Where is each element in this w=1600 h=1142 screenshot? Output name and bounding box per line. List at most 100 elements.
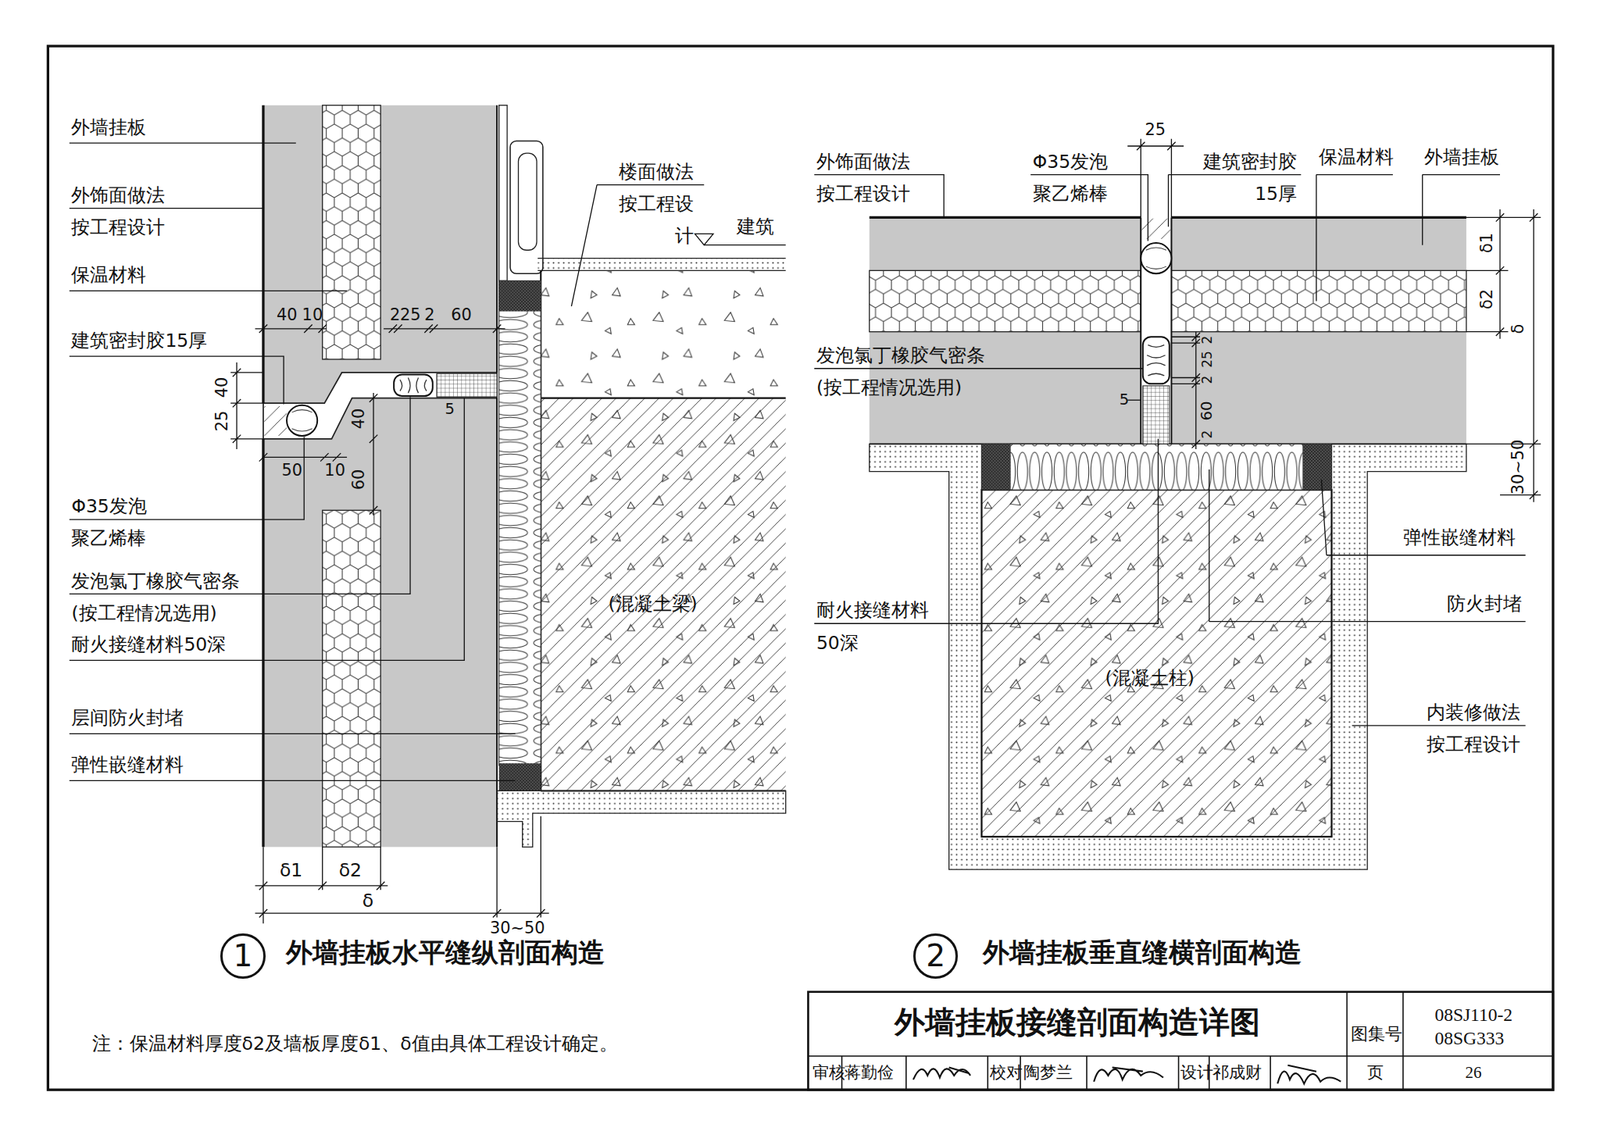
callout-label: 外饰面做法 按工程设计 xyxy=(71,179,172,244)
title-block-part xyxy=(913,1067,971,1080)
callout-label: 审核 xyxy=(812,1063,846,1083)
dimension-text: 2 xyxy=(1199,335,1215,345)
right-leaders xyxy=(814,175,1525,726)
right-leaders-part xyxy=(1209,469,1526,622)
right-section-part xyxy=(869,217,1467,444)
callout-label: 弹性嵌缝材料 xyxy=(71,753,184,776)
left-leaders-part xyxy=(69,290,347,292)
right-section-part xyxy=(869,270,1141,332)
left-section-part xyxy=(322,510,381,847)
right-dimensions-part xyxy=(1171,332,1200,450)
right-dimensions xyxy=(1127,139,1541,503)
callout-label: 祁成财 xyxy=(1212,1063,1262,1083)
left-dimensions-part xyxy=(230,362,264,450)
left-section-part xyxy=(264,406,287,436)
left-section-part xyxy=(436,373,497,397)
left-dimensions-part xyxy=(383,325,505,333)
detail-number-circle: 1 xyxy=(220,933,265,979)
callout-label: 保温材料 xyxy=(71,264,147,286)
title-block-part xyxy=(1093,1067,1164,1082)
right-leaders-part xyxy=(814,439,1158,624)
dimension-text: 40 xyxy=(212,377,233,399)
callout-label: (混凝土柱) xyxy=(1105,667,1195,690)
callout-label: 5 xyxy=(444,400,454,419)
dimension-text: δ2 xyxy=(1478,289,1498,310)
left-section-part xyxy=(496,105,498,848)
sheet-border xyxy=(47,46,1554,1090)
detail-number: 1 xyxy=(232,940,253,972)
left-section-part xyxy=(400,377,427,393)
title-block-part xyxy=(807,992,1553,1090)
callout-label: 5 xyxy=(1119,390,1129,410)
callout-label: 层间防火封堵 xyxy=(71,707,184,729)
callout-label: Φ35发泡 聚乙烯棒 xyxy=(1032,146,1118,211)
dimension-text: 40 xyxy=(349,407,369,429)
left-dimensions-part xyxy=(255,909,550,918)
callout-label: 发泡氯丁橡胶气密条 (按工程情况选用) xyxy=(816,339,991,404)
left-section-part xyxy=(510,140,543,274)
left-dimensions-part xyxy=(369,392,378,516)
right-dimensions-part xyxy=(1496,209,1504,340)
left-section-part xyxy=(261,105,265,848)
right-section-part xyxy=(1303,443,1333,490)
right-section-part xyxy=(1010,443,1304,490)
right-leaders-part xyxy=(1321,479,1525,556)
right-section-part xyxy=(1142,385,1170,444)
right-section-part xyxy=(1142,218,1172,240)
callout-label: δ1 xyxy=(279,859,303,882)
callout-label: 40 xyxy=(276,305,298,325)
title-block xyxy=(807,992,1553,1090)
callout-label: 25 xyxy=(400,305,422,325)
left-dimensions-part xyxy=(263,816,541,924)
callout-label: (混凝土梁) xyxy=(607,592,697,615)
left-section-part xyxy=(518,153,538,250)
dimension-text: 25 xyxy=(1199,350,1215,368)
callout-label: 防火封堵 xyxy=(1446,592,1522,615)
right-section xyxy=(869,217,1467,870)
callout-label: 注：保温材料厚度δ2及墙板厚度δ1、δ值由具体工程设计确定。 xyxy=(92,1032,618,1055)
left-section xyxy=(263,105,786,848)
left-section-part xyxy=(537,258,786,272)
callout-label: 30~50 xyxy=(489,918,546,939)
title-block-part xyxy=(1277,1065,1341,1085)
right-section-part xyxy=(981,489,1332,837)
left-section-part xyxy=(322,105,381,360)
callout-label: 楼面做法 按工程设计 xyxy=(600,156,694,253)
callout-label: 蒋勤俭 xyxy=(844,1063,894,1083)
dimension-text: 2 xyxy=(1199,375,1215,384)
drawing-title: 外墙挂板接缝剖面构造详图 xyxy=(807,1003,1347,1041)
right-section-part xyxy=(1140,242,1172,274)
left-leaders-part xyxy=(694,233,714,245)
callout-label: δ xyxy=(362,889,374,912)
detail-number-circle: 2 xyxy=(913,933,958,979)
right-leaders-part xyxy=(1316,175,1393,302)
callout-label: 设计 xyxy=(1180,1063,1214,1083)
left-section-part xyxy=(393,375,433,397)
right-section-part xyxy=(1171,270,1466,332)
callout-label: 2 xyxy=(389,305,400,325)
callout-label: 页 xyxy=(1367,1063,1384,1083)
left-section-part xyxy=(540,398,786,792)
right-section-part xyxy=(869,443,1467,870)
left-dimensions-part xyxy=(259,453,347,461)
left-leaders-part xyxy=(69,733,516,735)
right-section-part xyxy=(869,217,1141,444)
callout-label: 25 xyxy=(1144,120,1166,140)
dimension-text: 25 xyxy=(212,410,233,433)
callout-label: 10 xyxy=(324,460,346,481)
callout-label: δ2 xyxy=(339,859,362,882)
callout-label: 建筑密封胶 15厚 xyxy=(1196,146,1297,211)
callout-label: 建筑密封胶15厚 xyxy=(71,329,208,352)
left-leaders-part xyxy=(69,142,297,143)
right-section-part xyxy=(1171,270,1466,332)
callout-label: 保温材料 xyxy=(1318,146,1394,168)
right-section-part xyxy=(981,489,1332,837)
dimension-text: 60 xyxy=(349,469,369,491)
left-section-part xyxy=(263,372,497,440)
callout-label: 建筑 xyxy=(736,215,775,238)
right-dimensions-part xyxy=(1127,139,1184,218)
left-dimensions-part xyxy=(255,325,327,333)
callout-label: 50 xyxy=(281,460,303,481)
right-section-part xyxy=(1146,345,1166,376)
left-section-part xyxy=(499,280,542,765)
